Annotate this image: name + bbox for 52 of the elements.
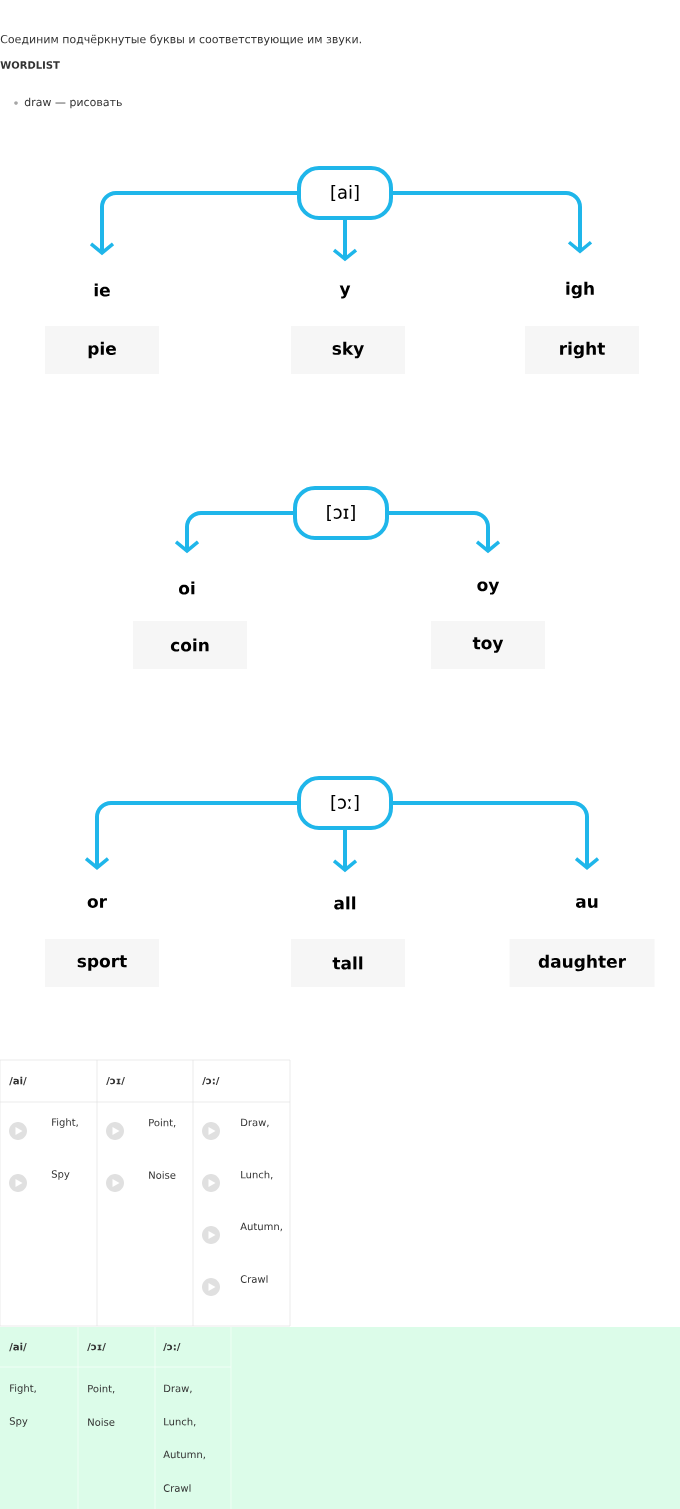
letter-combination: or (87, 898, 107, 908)
table-cell: Lunch, (241, 1170, 273, 1180)
sound-box: [ɔː] (297, 776, 393, 830)
sound-box: [ɔɪ] (293, 486, 389, 540)
arrow (89, 191, 297, 256)
table-cell: Noise (88, 1418, 115, 1426)
letter-combination: all (334, 896, 356, 910)
table-cell: Point, (149, 1118, 176, 1128)
word-card: daughter (509, 939, 655, 987)
table-cell: Crawl (240, 1275, 268, 1283)
table-header: /ɔ:/ (202, 1076, 220, 1086)
arrow (332, 220, 358, 262)
word-card: pie (45, 326, 159, 374)
sound-box: [ai] (297, 166, 393, 220)
wordlist-item: draw — рисовать (24, 97, 122, 109)
word-card: coin (133, 621, 247, 669)
word-card: sport (45, 939, 159, 987)
table-cell: Lunch, (164, 1417, 196, 1427)
word-card: toy (431, 621, 545, 669)
letter-combination: igh (566, 281, 594, 299)
arrow (332, 830, 358, 873)
table-header: /ai/ (9, 1342, 27, 1352)
letter-combination: y (339, 285, 351, 299)
table-cell: Spy (51, 1170, 70, 1180)
arrow (393, 191, 593, 254)
table-header: /ɔ:/ (163, 1342, 181, 1352)
letter-combination: oi (179, 581, 195, 595)
arrow (174, 511, 293, 554)
letter-combination: ie (94, 283, 110, 297)
arrow (84, 801, 297, 870)
table-cell: Crawl (163, 1484, 191, 1492)
word-card: tall (291, 939, 405, 987)
table-cell: Autumn, (240, 1222, 282, 1232)
table-cell: Spy (9, 1417, 28, 1427)
table-cell: Draw, (164, 1384, 192, 1394)
arrow (393, 801, 600, 870)
table-cell: Autumn, (163, 1450, 205, 1460)
table-cell: Noise (149, 1171, 176, 1179)
instruction-text: Соединим подчёркнутые буквы и соответствующие им звуки. (0, 34, 361, 46)
table-header: /ai/ (9, 1076, 27, 1086)
heading: WORDLIST (0, 61, 60, 69)
letter-combination: au (575, 898, 598, 908)
word-card: right (525, 326, 639, 374)
table-cell: Fight, (52, 1118, 78, 1128)
word-card: sky (291, 326, 405, 374)
table-header: /ɔɪ/ (106, 1076, 125, 1086)
table-cell: Point, (88, 1384, 115, 1394)
table-header: /ɔɪ/ (87, 1342, 106, 1352)
letter-combination: oy (477, 581, 500, 595)
table-cell: Draw, (241, 1118, 269, 1128)
arrow (389, 511, 501, 554)
table-cell: Fight, (10, 1384, 36, 1394)
